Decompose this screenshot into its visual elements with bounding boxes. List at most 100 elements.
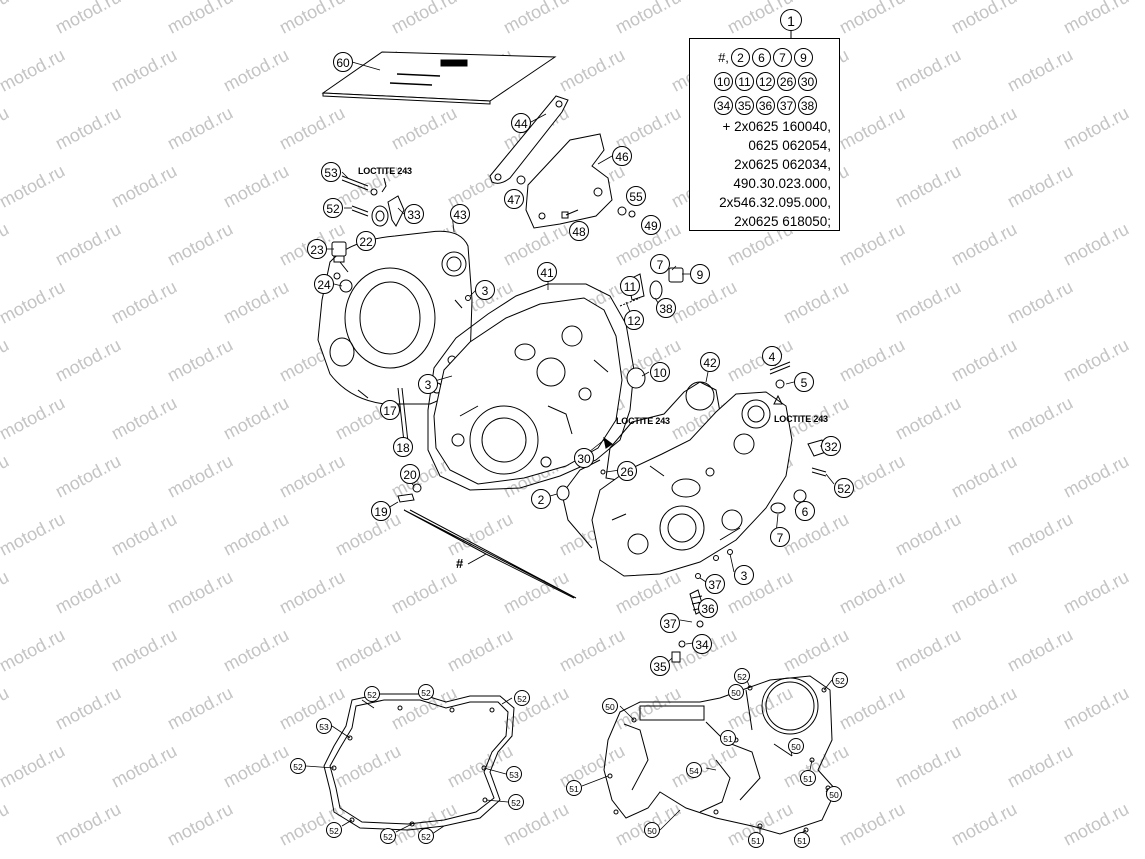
callout-10: 10 [650, 362, 670, 382]
kit-hash: #, [718, 50, 729, 65]
kit-line: 2x0625 062034, [734, 157, 831, 172]
kit-item: 10 [714, 72, 733, 91]
callout-60: 60 [333, 52, 353, 72]
gasket-left-outline [323, 693, 515, 831]
callout-33: 33 [404, 204, 424, 224]
crankcase-left-41 [433, 297, 623, 485]
kit-contents-box: #, 2 6 7 9 10 11 12 26 30 34 35 36 37 38… [689, 38, 840, 231]
kit-line: 0625 062054, [748, 138, 831, 153]
gasket-callout: 52 [832, 672, 848, 688]
gasket-callout: 54 [686, 762, 702, 778]
callout-2: 2 [531, 489, 551, 509]
kit-item: 2 [730, 48, 750, 67]
gasket-callout: 52 [514, 690, 530, 706]
kit-item: 35 [735, 96, 754, 115]
callout-22: 22 [356, 231, 376, 251]
callout-49: 49 [641, 215, 661, 235]
callout-42: 42 [700, 352, 720, 372]
gasket-callout: 50 [602, 698, 618, 714]
assembly-hash-label: # [456, 556, 464, 571]
callout-52: 52 [834, 478, 854, 498]
gasket-callout: 50 [644, 822, 660, 838]
kit-item: 36 [756, 96, 775, 115]
callout-9: 9 [690, 264, 710, 284]
kit-item: 34 [714, 96, 733, 115]
kit-item: 9 [793, 48, 813, 67]
callout-55: 55 [626, 186, 646, 206]
gasket-callout: 52 [326, 822, 342, 838]
gasket-callout: 52 [290, 758, 306, 774]
callout-18: 18 [393, 437, 413, 457]
callout-35: 35 [650, 656, 670, 676]
kit-number-callout: 1 [780, 9, 802, 31]
loctite-label: LOCTITE 243 [358, 166, 412, 176]
callout-38: 38 [656, 298, 676, 318]
kit-item: 30 [798, 72, 817, 91]
callout-41: 41 [537, 262, 557, 282]
kit-line: 490.30.023.000, [733, 176, 831, 191]
callout-20: 20 [400, 464, 420, 484]
gasket-callout: 52 [418, 684, 434, 700]
callout-52: 52 [323, 198, 343, 218]
callout-23: 23 [307, 239, 327, 259]
guide-bracket-44 [489, 95, 569, 184]
gasket-callout: 52 [418, 828, 434, 844]
kit-row-3: 34 35 36 37 38 [690, 96, 841, 115]
gasket-callout: 53 [506, 766, 522, 782]
gasket-callout: 50 [826, 786, 842, 802]
callout-37: 37 [660, 613, 680, 633]
callout-44: 44 [511, 113, 531, 133]
callout-36: 36 [698, 598, 718, 618]
callout-53: 53 [321, 162, 341, 182]
gasket-right-outline [603, 675, 837, 835]
callout-47: 47 [504, 189, 524, 209]
kit-item: 38 [798, 96, 817, 115]
gasket-callout: 51 [566, 780, 582, 796]
kit-row-1: #, 2 6 7 9 [690, 48, 841, 67]
kit-item: 6 [751, 48, 771, 67]
cover-plate-46 [525, 133, 613, 229]
gasket-callout: 52 [734, 668, 750, 684]
gasket-callout: 50 [788, 738, 804, 754]
gasket-callout: 52 [380, 828, 396, 844]
gasket-callout: 50 [728, 684, 744, 700]
kit-part-numbers: + 2x0625 160040, 0625 062054, 2x0625 062… [691, 117, 831, 231]
gasket-callout: 52 [364, 686, 380, 702]
kit-item: 7 [772, 48, 792, 67]
callout-46: 46 [612, 146, 632, 166]
kit-line: + 2x0625 160040, [722, 119, 831, 134]
callout-24: 24 [314, 274, 334, 294]
callout-34: 34 [692, 634, 712, 654]
callout-43: 43 [450, 204, 470, 224]
callout-3: 3 [418, 374, 438, 394]
callout-7: 7 [770, 527, 790, 547]
gasket-callout: 51 [794, 832, 810, 848]
gasket-callout: 52 [508, 794, 524, 810]
gasket-callout: 51 [800, 770, 816, 786]
loctite-label: LOCTITE 243 [774, 414, 828, 424]
callout-3: 3 [475, 280, 495, 300]
kit-item: 12 [756, 72, 775, 91]
callout-30: 30 [574, 448, 594, 468]
kit-row-2: 10 11 12 26 30 [690, 72, 841, 91]
crankcase-right [591, 391, 793, 577]
callout-4: 4 [762, 346, 782, 366]
callout-32: 32 [821, 436, 841, 456]
callout-19: 19 [371, 501, 391, 521]
gasket-callout: 51 [748, 832, 764, 848]
manual-book-drawing [321, 51, 557, 105]
callout-3: 3 [734, 565, 754, 585]
callout-5: 5 [794, 372, 814, 392]
callout-6: 6 [795, 501, 815, 521]
callout-48: 48 [569, 221, 589, 241]
kit-item: 37 [777, 96, 796, 115]
callout-26: 26 [617, 461, 637, 481]
kit-line: 2x0625 618050; [734, 214, 831, 229]
gasket-callout: 51 [720, 730, 736, 746]
callout-37: 37 [705, 574, 725, 594]
loctite-label: LOCTITE 243 [616, 416, 670, 426]
kit-line: 2x546.32.095.000, [719, 195, 831, 210]
callout-12: 12 [624, 310, 644, 330]
